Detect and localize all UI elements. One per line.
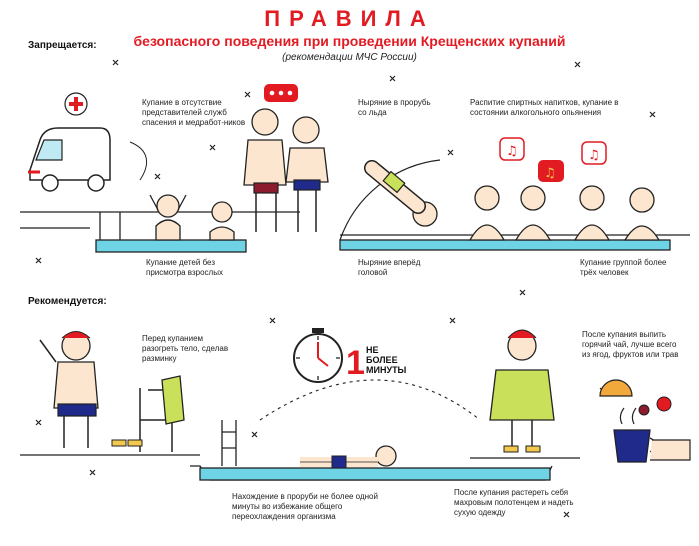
forbidden-label: Запрещается: bbox=[28, 40, 97, 51]
caption-no-rescuers: Купание в отсутствие представителей служ… bbox=[142, 98, 246, 127]
page-title: ПРАВИЛА bbox=[264, 6, 435, 31]
caption-warm-up: Перед купанием разогреть тело, сделав ра… bbox=[142, 334, 229, 363]
caption-hot-tea: После купания выпить горячий чай, лучше … bbox=[582, 330, 679, 359]
group-of-bathers bbox=[468, 185, 661, 241]
page-note: (рекомендации МЧС России) bbox=[282, 52, 417, 63]
chair-towel bbox=[111, 375, 185, 452]
svg-text:♫: ♫ bbox=[588, 148, 600, 163]
caption-ice-diving: Ныряние в прорубь со льда bbox=[358, 98, 431, 117]
stopwatch-icon bbox=[293, 328, 343, 383]
svg-text:♫: ♫ bbox=[544, 166, 556, 181]
red-cross-icon bbox=[64, 92, 88, 116]
ambulance-icon bbox=[28, 127, 111, 192]
caption-group: Купание группой более трёх человек bbox=[580, 258, 667, 277]
pool-main bbox=[199, 467, 551, 481]
diver-figure bbox=[339, 159, 441, 241]
towel-figure bbox=[489, 329, 555, 453]
pool-children bbox=[95, 194, 247, 253]
warm-up-figure bbox=[39, 331, 99, 448]
pool-group bbox=[339, 239, 671, 251]
recommended-label: Рекомендуется: bbox=[28, 296, 107, 307]
svg-text:♫: ♫ bbox=[506, 144, 518, 159]
caption-towel: После купания растереть себя махровым по… bbox=[454, 488, 574, 517]
timer-number: 1 bbox=[346, 344, 365, 382]
two-men-standing bbox=[243, 108, 329, 232]
caption-head-first: Ныряние вперёд головой bbox=[358, 258, 421, 277]
caption-one-minute: Нахождение в проруби не более одной мину… bbox=[232, 492, 378, 521]
music-note-icon: ♫ ♫ ♫ bbox=[499, 137, 607, 182]
timer-badge: НЕ БОЛЕЕ МИНУТЫ bbox=[366, 345, 407, 375]
fruit-icon bbox=[599, 379, 672, 416]
tea-cup-icon bbox=[613, 407, 691, 463]
page-subtitle: безопасного поведения при проведении Кре… bbox=[133, 33, 566, 49]
swimmer-figure bbox=[300, 445, 397, 469]
speech-bubble-icon bbox=[264, 84, 298, 102]
caption-children: Купание детей без присмотра взрослых bbox=[146, 258, 223, 277]
caption-alcohol: Распитие спиртных напитков, купание в со… bbox=[470, 98, 619, 117]
snowflake-decorations bbox=[35, 59, 666, 518]
